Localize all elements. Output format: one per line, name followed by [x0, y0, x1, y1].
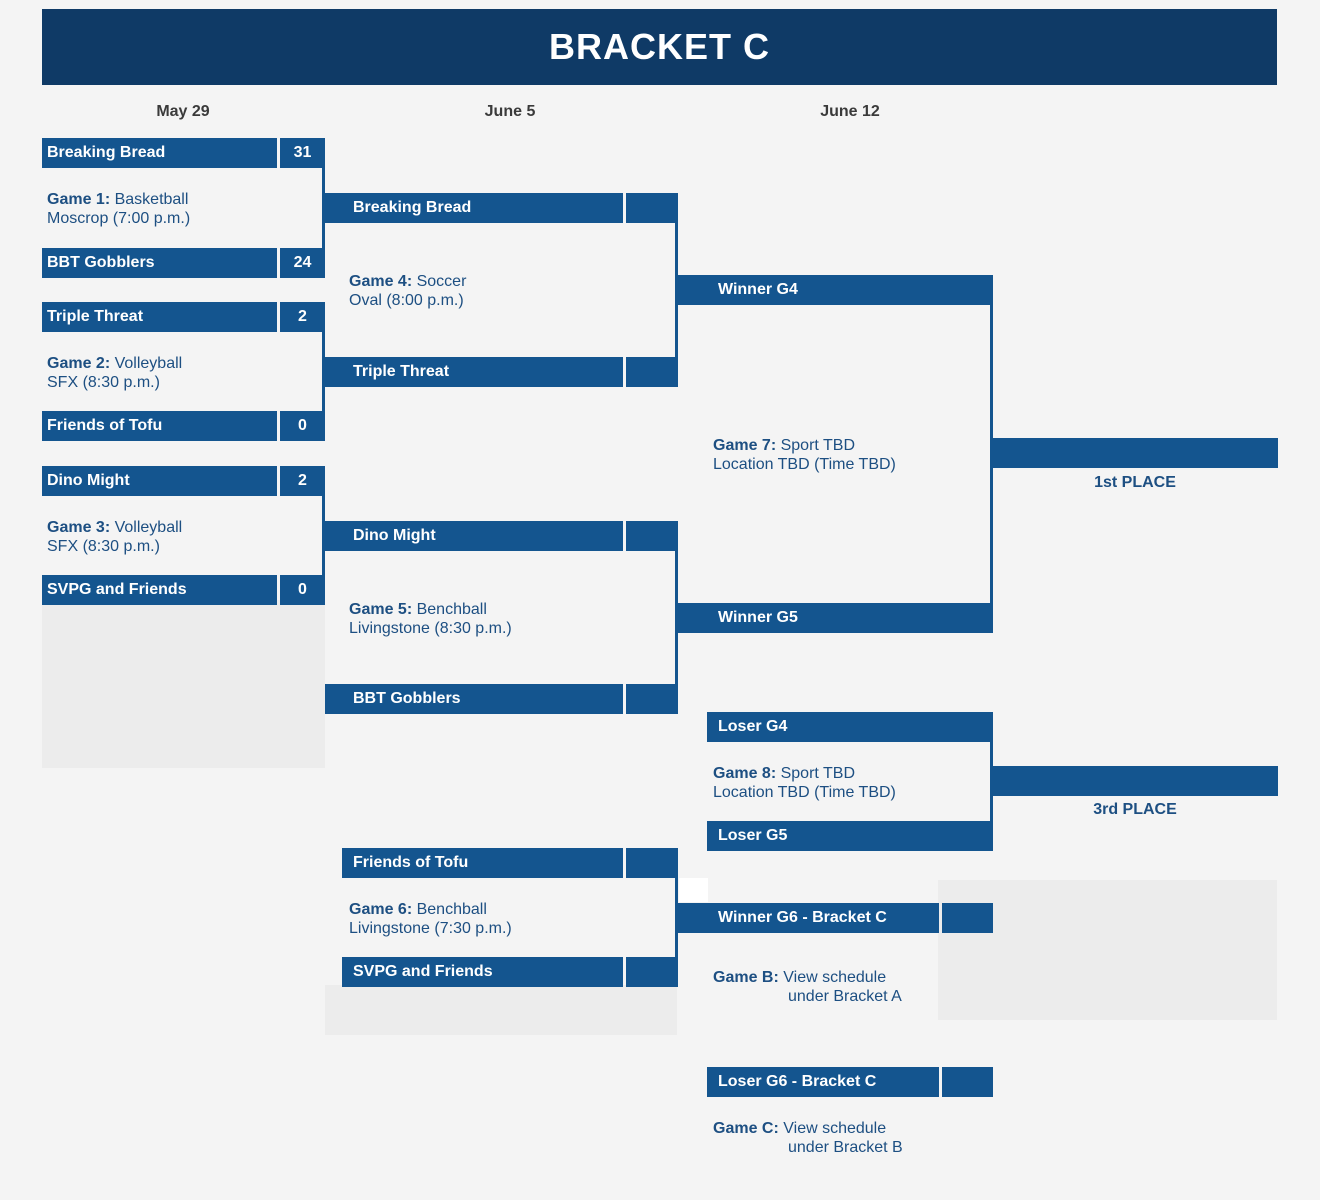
date-round-3: June 12 — [820, 103, 880, 120]
game-info: Game 3: Volleyball SFX (8:30 p.m.) — [47, 518, 182, 556]
game-note: View schedule — [783, 969, 887, 986]
game-sport: Sport TBD — [780, 765, 855, 782]
team-bar: Friends of Tofu — [342, 848, 623, 878]
team-bar: Breaking Bread — [42, 138, 277, 168]
game-location: Livingstone (7:30 p.m.) — [349, 920, 512, 937]
score-box — [626, 357, 678, 387]
game-info: Game 8: Sport TBD Location TBD (Time TBD… — [713, 764, 896, 802]
score-box — [942, 1067, 993, 1097]
game-info: Game 2: Volleyball SFX (8:30 p.m.) — [47, 354, 182, 392]
connector-line — [322, 466, 325, 605]
third-place-bar — [993, 766, 1278, 796]
score-box: 24 — [280, 248, 325, 278]
game-sport: Basketball — [114, 191, 189, 208]
team-bar: Loser G6 - Bracket C — [707, 1067, 939, 1097]
game-info: Game 1: Basketball Moscrop (7:00 p.m.) — [47, 190, 190, 228]
game-location: Location TBD (Time TBD) — [713, 784, 896, 801]
first-place-bar — [993, 438, 1278, 468]
score-box — [942, 903, 993, 933]
team-bar: Loser G4 — [707, 712, 993, 742]
team-bar: BBT Gobblers — [42, 248, 277, 278]
team-bar: Winner G4 — [678, 275, 993, 305]
game-number: Game 7: — [713, 437, 777, 454]
game-sport: Volleyball — [114, 355, 183, 372]
team-bar: Dino Might — [325, 521, 623, 551]
game-sport: Benchball — [416, 901, 487, 918]
game-location: Moscrop (7:00 p.m.) — [47, 210, 191, 227]
team-bar: Friends of Tofu — [42, 411, 277, 441]
team-bar: BBT Gobblers — [325, 684, 623, 714]
score-box: 31 — [280, 138, 325, 168]
score-box — [626, 848, 678, 878]
game-number: Game 6: — [349, 901, 413, 918]
connector-line — [675, 193, 678, 386]
connector-line — [675, 848, 678, 987]
game-number: Game 3: — [47, 519, 111, 536]
background-panel — [42, 600, 325, 768]
score-box: 2 — [280, 466, 325, 496]
game-location: SFX (8:30 p.m.) — [47, 374, 160, 391]
score-box — [626, 521, 678, 551]
score-box: 0 — [280, 575, 325, 605]
game-info: Game 6: Benchball Livingstone (7:30 p.m.… — [349, 900, 512, 938]
team-bar: Triple Threat — [42, 302, 277, 332]
game-number: Game 2: — [47, 355, 111, 372]
game-note: under Bracket A — [788, 988, 902, 1005]
score-box — [626, 684, 678, 714]
score-box: 2 — [280, 302, 325, 332]
score-box — [626, 957, 678, 987]
bracket-title: BRACKET C — [42, 9, 1277, 85]
game-info: Game 5: Benchball Livingstone (8:30 p.m.… — [349, 600, 512, 638]
game-sport: Volleyball — [114, 519, 183, 536]
game-info: Game 4: Soccer Oval (8:00 p.m.) — [349, 272, 466, 310]
game-sport: Benchball — [416, 601, 487, 618]
game-number: Game 8: — [713, 765, 777, 782]
game-location: Livingstone (8:30 p.m.) — [349, 620, 512, 637]
game-info: Game B: View schedule under Bracket A — [713, 968, 902, 1006]
date-round-1: May 29 — [156, 103, 210, 120]
game-location: Location TBD (Time TBD) — [713, 456, 896, 473]
team-bar: SVPG and Friends — [42, 575, 277, 605]
game-info: Game C: View schedule under Bracket B — [713, 1119, 903, 1157]
connector-line — [322, 302, 325, 441]
background-panel — [938, 880, 1277, 1020]
score-box — [626, 193, 678, 223]
game-number: Game B: — [713, 969, 779, 986]
team-bar: SVPG and Friends — [342, 957, 623, 987]
game-note: View schedule — [783, 1120, 887, 1137]
game-location: SFX (8:30 p.m.) — [47, 538, 160, 555]
blank-cell — [679, 878, 708, 902]
game-number: Game 1: — [47, 191, 111, 208]
game-note: under Bracket B — [788, 1139, 903, 1156]
game-sport: Soccer — [416, 273, 467, 290]
game-number: Game 5: — [349, 601, 413, 618]
connector-line — [990, 712, 993, 851]
game-number: Game 4: — [349, 273, 413, 290]
team-bar: Winner G5 — [678, 603, 993, 633]
date-round-2: June 5 — [484, 103, 536, 120]
game-info: Game 7: Sport TBD Location TBD (Time TBD… — [713, 436, 896, 474]
team-bar: Triple Threat — [325, 357, 623, 387]
game-number: Game C: — [713, 1120, 779, 1137]
team-bar: Dino Might — [42, 466, 277, 496]
connector-line — [990, 275, 993, 632]
team-bar: Loser G5 — [707, 821, 993, 851]
connector-line — [322, 138, 325, 278]
game-location: Oval (8:00 p.m.) — [349, 292, 464, 309]
score-box: 0 — [280, 411, 325, 441]
background-panel — [325, 985, 677, 1035]
team-bar: Breaking Bread — [325, 193, 623, 223]
team-bar: Winner G6 - Bracket C — [678, 903, 939, 933]
third-place-label: 3rd PLACE — [1093, 801, 1177, 818]
connector-line — [675, 521, 678, 714]
first-place-label: 1st PLACE — [1094, 474, 1176, 491]
game-sport: Sport TBD — [780, 437, 855, 454]
